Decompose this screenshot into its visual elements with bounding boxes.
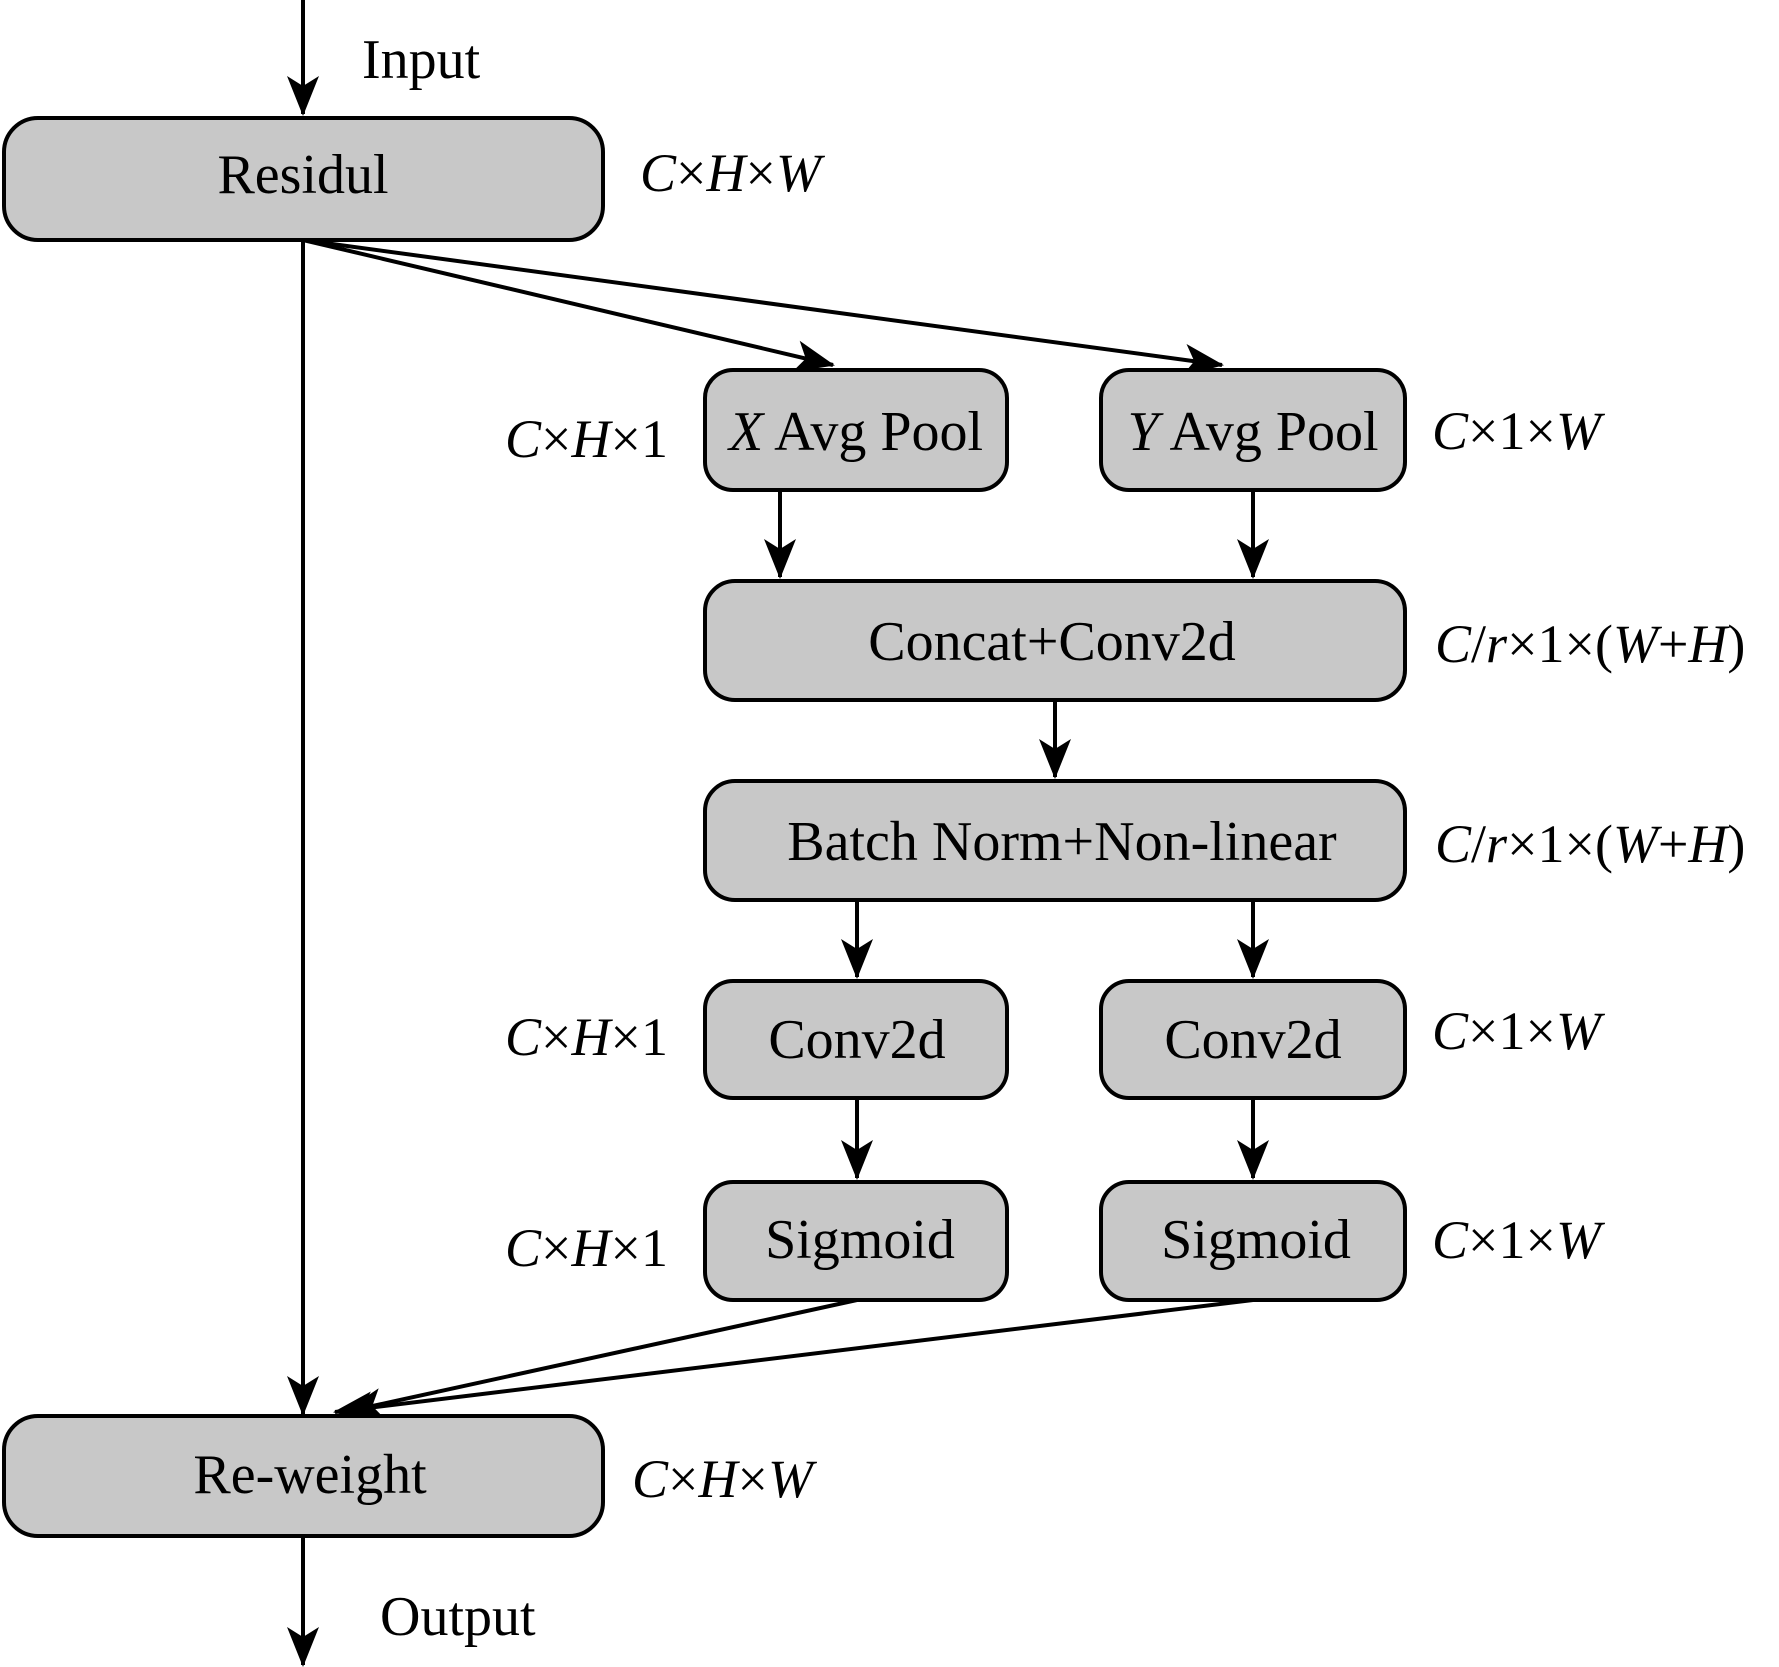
dim-residul: C×H×W [640,143,826,203]
svg-text:X Avg Pool: X Avg Pool [727,401,983,463]
edge-sigright-reweight [333,1298,1254,1424]
input-label: Input [362,29,481,91]
svg-text:Residul: Residul [217,144,388,206]
dim-y-avg-pool: C×1×W [1432,401,1606,461]
svg-text:Conv2d: Conv2d [1164,1009,1341,1071]
node-y-avg-pool: Y Avg Pool [1099,368,1407,492]
svg-text:Re-weight: Re-weight [193,1444,427,1506]
dim-sigmoid-right: C×1×W [1432,1210,1606,1270]
node-reweight: Re-weight [2,1414,605,1538]
dim-x-avg-pool: C×H×1 [505,409,668,469]
dim-conv2d-left: C×H×1 [505,1007,668,1067]
dim-concat-conv2d: C/r×1×(W+H) [1435,614,1745,674]
node-batchnorm-nonlinear: Batch Norm+Non-linear [703,779,1407,902]
edge-sigleft-reweight [343,1298,858,1420]
node-conv2d-right: Conv2d [1099,979,1407,1100]
dim-reweight: C×H×W [632,1449,818,1509]
output-label: Output [380,1586,536,1648]
edge-residul-ypool [302,238,1224,376]
svg-text:Batch Norm+Non-linear: Batch Norm+Non-linear [787,811,1337,873]
svg-text:Sigmoid: Sigmoid [1161,1209,1351,1271]
node-x-avg-pool: X Avg Pool [703,368,1009,492]
dim-sigmoid-left: C×H×1 [505,1218,668,1278]
dim-conv2d-right: C×1×W [1432,1001,1606,1061]
svg-text:Sigmoid: Sigmoid [765,1209,955,1271]
dim-batchnorm-nonlinear: C/r×1×(W+H) [1435,814,1745,874]
svg-text:Concat+Conv2d: Concat+Conv2d [868,611,1236,673]
node-residul: Residul [2,116,605,242]
node-sigmoid-right: Sigmoid [1099,1180,1407,1302]
node-conv2d-left: Conv2d [703,979,1009,1100]
node-sigmoid-left: Sigmoid [703,1180,1009,1302]
svg-text:Y Avg Pool: Y Avg Pool [1127,401,1378,463]
node-concat-conv2d: Concat+Conv2d [703,579,1407,702]
svg-text:Conv2d: Conv2d [768,1009,945,1071]
edge-residul-xpool [302,238,835,372]
